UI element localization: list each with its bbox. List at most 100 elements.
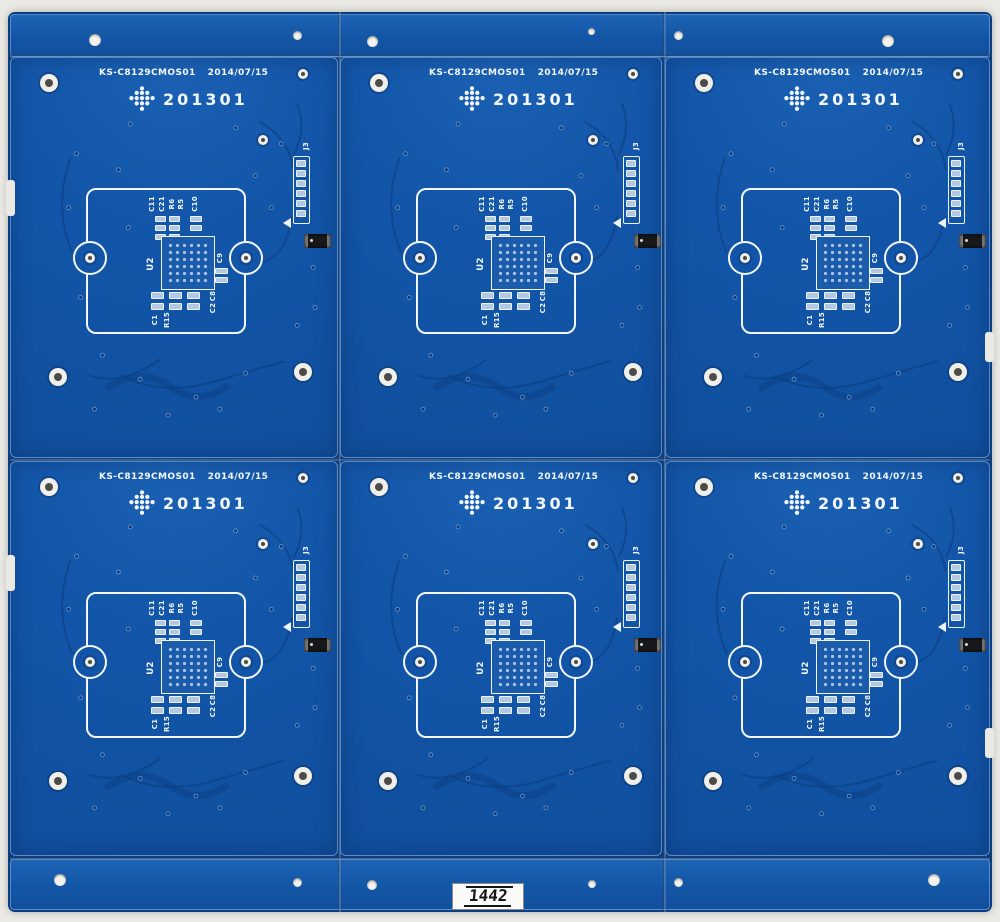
- smd-component-black: [304, 638, 331, 652]
- ref-r5: R5: [832, 602, 840, 614]
- smd-pad: [169, 303, 182, 310]
- smd-pad: [824, 707, 837, 714]
- rail-hole: [367, 880, 377, 890]
- part-number: KS-C8129CMOS01: [429, 68, 526, 78]
- copper-traces: [61, 103, 318, 418]
- tooling-hole: [628, 69, 638, 79]
- edge-notch: [985, 728, 994, 758]
- u2-ball-grid: [495, 240, 541, 286]
- j3-connector: [948, 560, 965, 628]
- drill-hole: [629, 772, 637, 780]
- mounting-hole: [949, 767, 967, 785]
- connector-pad: [296, 200, 306, 207]
- smd-pad: [485, 620, 496, 626]
- smd-pad: [151, 696, 164, 703]
- smd-pad: [481, 696, 494, 703]
- smd-pad: [155, 620, 166, 626]
- drill-hole: [45, 483, 53, 491]
- smd-pad: [824, 292, 837, 299]
- smd-pad: [806, 707, 819, 714]
- smd-pad: [190, 620, 202, 626]
- smd-pad: [520, 620, 532, 626]
- smd-pad: [842, 696, 855, 703]
- part-number: KS-C8129CMOS01: [99, 68, 196, 78]
- u2-footprint: [816, 236, 870, 290]
- connector-pad: [951, 574, 961, 581]
- smd-component-black: [959, 638, 986, 652]
- connector-pad: [951, 594, 961, 601]
- drill-hole: [244, 256, 248, 260]
- drill-hole: [574, 256, 578, 260]
- ref-c10: C10: [191, 600, 199, 616]
- ref-c2: C2: [209, 706, 217, 718]
- logo-dots-icon: [784, 490, 810, 515]
- ref-u2: U2: [146, 257, 156, 271]
- drill-hole: [700, 483, 708, 491]
- mounting-ear-left: [73, 241, 107, 275]
- drill-hole: [299, 772, 307, 780]
- drill-hole: [88, 256, 92, 260]
- smd-pad: [215, 681, 228, 687]
- ref-c1: C1: [151, 314, 159, 326]
- copper-traces: [390, 103, 642, 418]
- mounting-hole: [704, 368, 722, 386]
- mounting-hole: [40, 478, 58, 496]
- smd-pad: [870, 681, 883, 687]
- rail-hole: [674, 878, 683, 887]
- drill-hole: [899, 660, 903, 664]
- j3-connector: [948, 156, 965, 224]
- ref-c21: C21: [813, 600, 821, 616]
- drill-hole: [384, 777, 392, 785]
- smd-pad: [845, 216, 857, 222]
- rail-hole: [588, 28, 595, 35]
- j3-connector: [293, 560, 310, 628]
- drill-hole: [418, 660, 422, 664]
- ref-c1: C1: [151, 718, 159, 730]
- panel-rail-top: [10, 14, 990, 57]
- ref-c9: C9: [546, 252, 554, 264]
- logo: 201301: [127, 488, 248, 518]
- smd-pad: [155, 225, 166, 231]
- ref-c11: C11: [478, 196, 486, 212]
- ref-c9: C9: [871, 656, 879, 668]
- smd-pad: [810, 620, 821, 626]
- u2-ball-grid: [820, 240, 866, 286]
- tooling-hole: [298, 69, 308, 79]
- j3-connector: [623, 156, 640, 224]
- ref-c11: C11: [148, 196, 156, 212]
- ear-hole: [241, 253, 251, 263]
- sensor-module-outline: [728, 188, 918, 334]
- mounting-ear-right: [559, 645, 593, 679]
- logo: 201301: [782, 84, 903, 114]
- smd-pad: [215, 672, 228, 678]
- sensor-module-outline: [728, 592, 918, 738]
- logo-dots-icon: [129, 86, 155, 111]
- part-number: KS-C8129CMOS01: [99, 472, 196, 482]
- ref-c9: C9: [216, 656, 224, 668]
- ref-c21: C21: [158, 600, 166, 616]
- smd-pad: [190, 629, 202, 635]
- drill-hole: [375, 79, 383, 87]
- mounting-hole: [49, 772, 67, 790]
- drill-hole: [631, 476, 635, 480]
- mounting-ear-right: [229, 241, 263, 275]
- drill-hole: [591, 138, 595, 142]
- connector-pad: [626, 170, 636, 177]
- ear-hole: [740, 657, 750, 667]
- connector-pad: [626, 564, 636, 571]
- u2-footprint: [161, 236, 215, 290]
- tooling-hole: [953, 473, 963, 483]
- smd-pad: [190, 225, 202, 231]
- panel-seam-horizontal: [10, 55, 990, 58]
- logo-dots-icon: [459, 490, 485, 515]
- smd-pad: [481, 707, 494, 714]
- logo-text: 201301: [493, 493, 578, 513]
- u2-footprint: [161, 640, 215, 694]
- ref-c11: C11: [803, 600, 811, 616]
- ref-c2: C2: [539, 302, 547, 314]
- polarity-arrow-icon: [613, 622, 621, 632]
- ref-c2: C2: [864, 706, 872, 718]
